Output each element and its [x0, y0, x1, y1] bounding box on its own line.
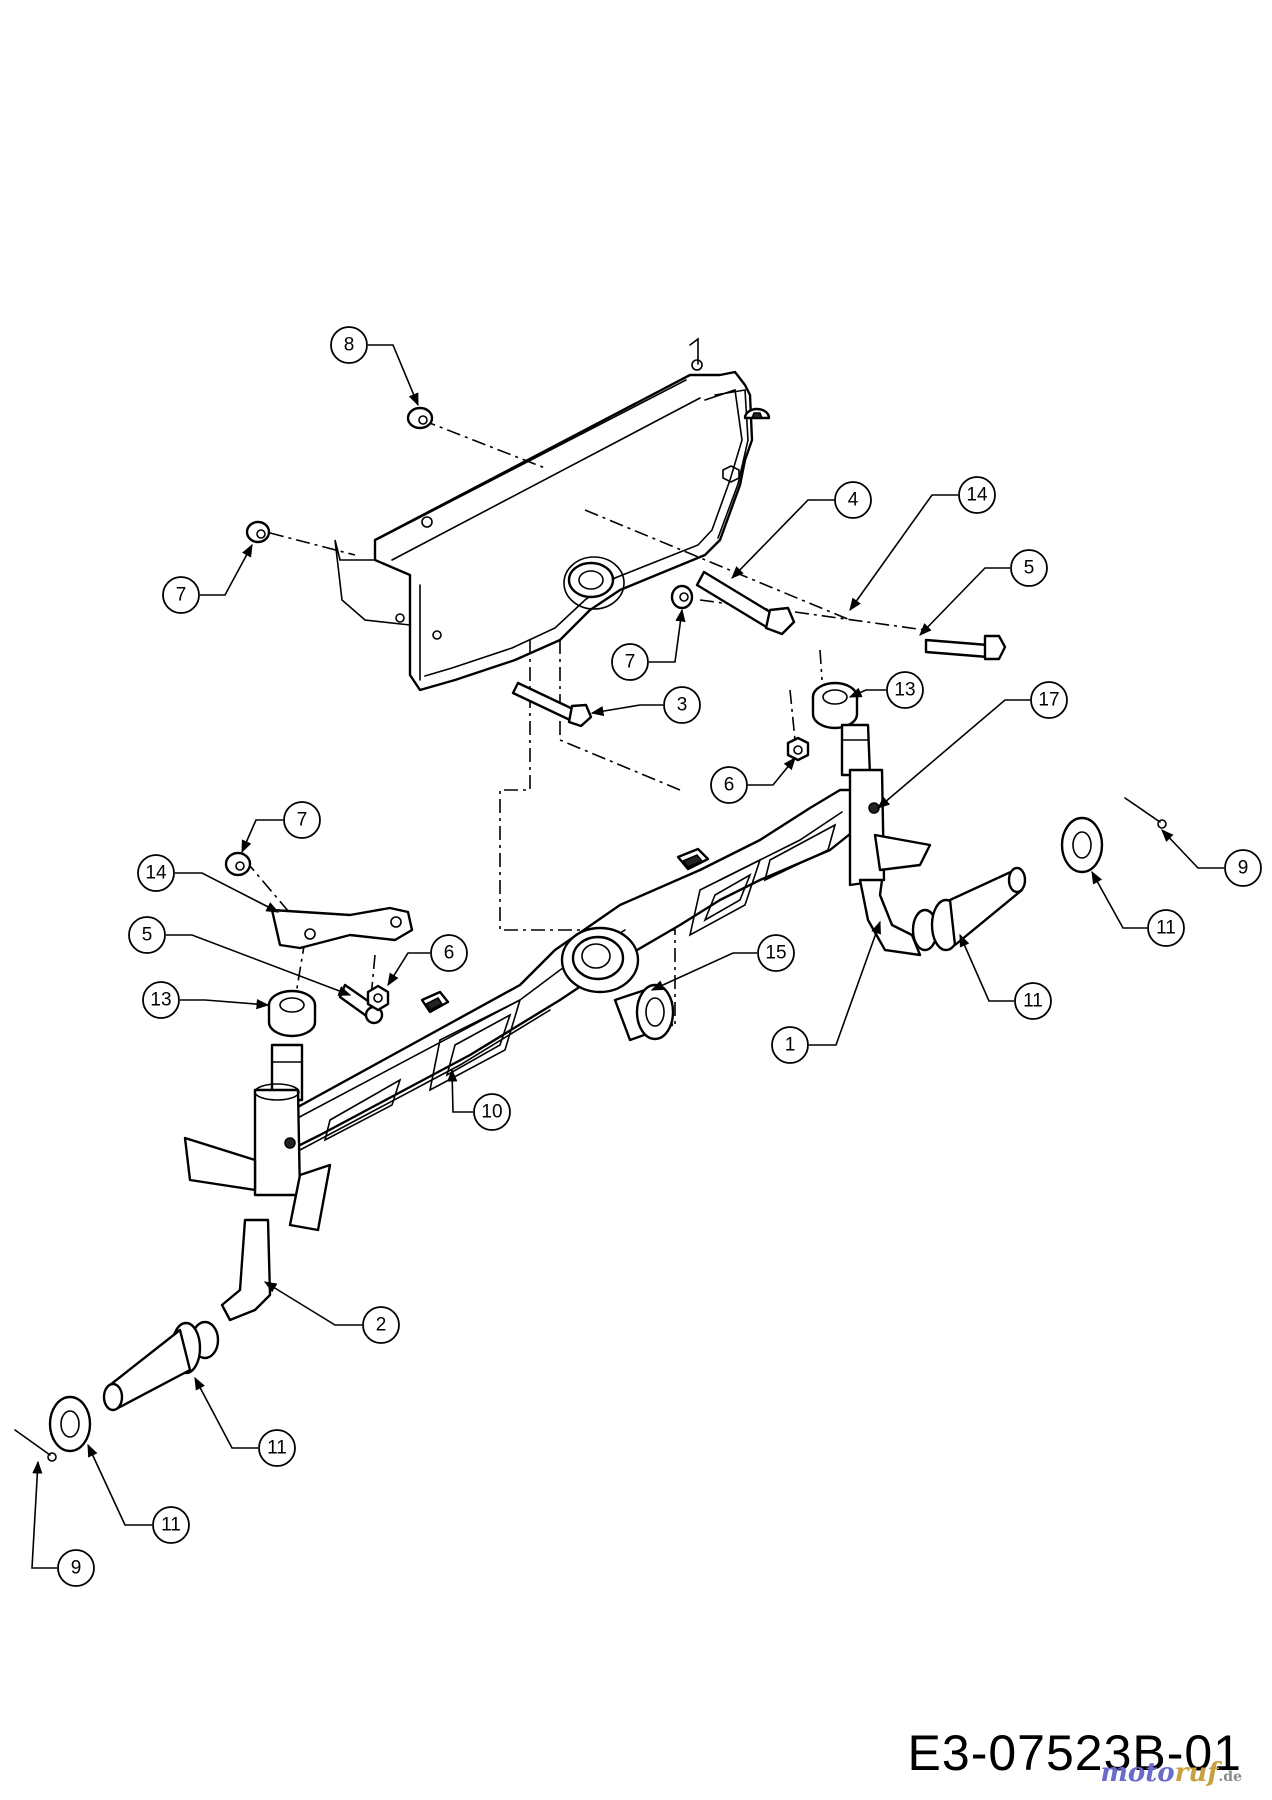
- callout-17: 17: [1030, 681, 1068, 719]
- svg-text:10: 10: [481, 1102, 502, 1123]
- callout-11-left-washer: 11: [152, 1506, 190, 1544]
- top-hardware: [245, 406, 1007, 762]
- svg-text:3: 3: [677, 695, 688, 716]
- callout-8: 8: [330, 326, 368, 364]
- svg-text:4: 4: [848, 490, 859, 511]
- svg-text:5: 5: [1024, 558, 1035, 579]
- svg-text:6: 6: [724, 775, 735, 796]
- watermark-logo: motoruf.de: [1100, 1758, 1242, 1788]
- callout-11-right-washer: 11: [1147, 909, 1185, 947]
- svg-text:1: 1: [785, 1035, 796, 1056]
- callout-6-left: 6: [430, 934, 468, 972]
- svg-text:11: 11: [1023, 991, 1043, 1012]
- callout-7-middle: 7: [611, 643, 649, 681]
- callout-15: 15: [757, 934, 795, 972]
- svg-text:13: 13: [894, 680, 915, 701]
- svg-text:15: 15: [765, 943, 786, 964]
- callout-14-left: 14: [137, 854, 175, 892]
- svg-text:13: 13: [150, 990, 171, 1011]
- callout-2: 2: [362, 1306, 400, 1344]
- svg-text:8: 8: [344, 335, 355, 356]
- mounting-bracket: [334, 337, 771, 692]
- axle-beam: [263, 788, 864, 1152]
- svg-text:9: 9: [71, 1558, 82, 1579]
- callout-9-right: 9: [1224, 849, 1262, 887]
- callout-5-left: 5: [128, 916, 166, 954]
- watermark-part-3: .de: [1218, 1769, 1242, 1785]
- svg-text:17: 17: [1038, 690, 1059, 711]
- svg-text:14: 14: [145, 863, 167, 884]
- svg-text:14: 14: [966, 485, 988, 506]
- callout-4: 4: [834, 481, 872, 519]
- callout-7-top-left: 7: [162, 576, 200, 614]
- right-spindle: [840, 723, 1027, 957]
- drawing-code: E3-07523B-01: [907, 1725, 1242, 1781]
- callout-1: 1: [771, 1026, 809, 1064]
- svg-text:2: 2: [376, 1315, 387, 1336]
- callout-13-left: 13: [142, 981, 180, 1019]
- svg-text:11: 11: [267, 1438, 287, 1459]
- left-spindle: [102, 1043, 332, 1412]
- leader-lines: [31, 344, 1224, 1569]
- watermark-part-2: ruf: [1174, 1758, 1219, 1788]
- callout-14-top: 14: [958, 476, 996, 514]
- callout-6-right: 6: [710, 766, 748, 804]
- callout-3: 3: [663, 686, 701, 724]
- callout-11-left-bearing: 11: [258, 1429, 296, 1467]
- callout-13-right: 13: [886, 671, 924, 709]
- svg-text:7: 7: [297, 810, 308, 831]
- svg-text:11: 11: [1156, 918, 1176, 939]
- callout-5-top: 5: [1010, 549, 1048, 587]
- svg-text:7: 7: [176, 585, 187, 606]
- svg-text:9: 9: [1238, 858, 1249, 879]
- svg-text:11: 11: [161, 1515, 181, 1536]
- callout-7-left: 7: [283, 801, 321, 839]
- svg-text:7: 7: [625, 652, 636, 673]
- svg-text:5: 5: [142, 925, 153, 946]
- callout-10: 10: [473, 1093, 511, 1131]
- callout-11-right-bearing: 11: [1014, 982, 1052, 1020]
- watermark-part-1: moto: [1100, 1758, 1175, 1788]
- callout-9-left: 9: [57, 1549, 95, 1587]
- svg-text:6: 6: [444, 943, 455, 964]
